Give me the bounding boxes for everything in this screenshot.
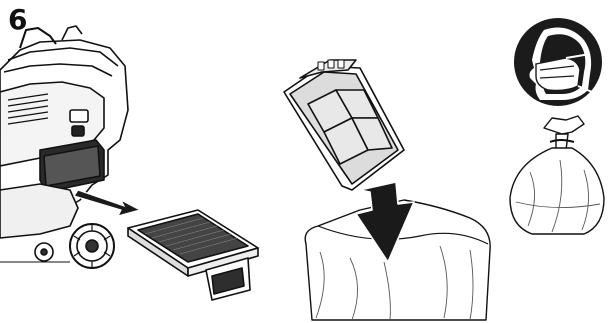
tied-bag-icon [510, 116, 604, 234]
pull-out-arrow-icon [74, 190, 140, 216]
filter-disposal-illustration [284, 60, 490, 320]
hepa-filter-removed-illustration [128, 210, 258, 300]
vacuum-body-illustration [0, 26, 128, 268]
face-mask-icon [514, 18, 602, 106]
